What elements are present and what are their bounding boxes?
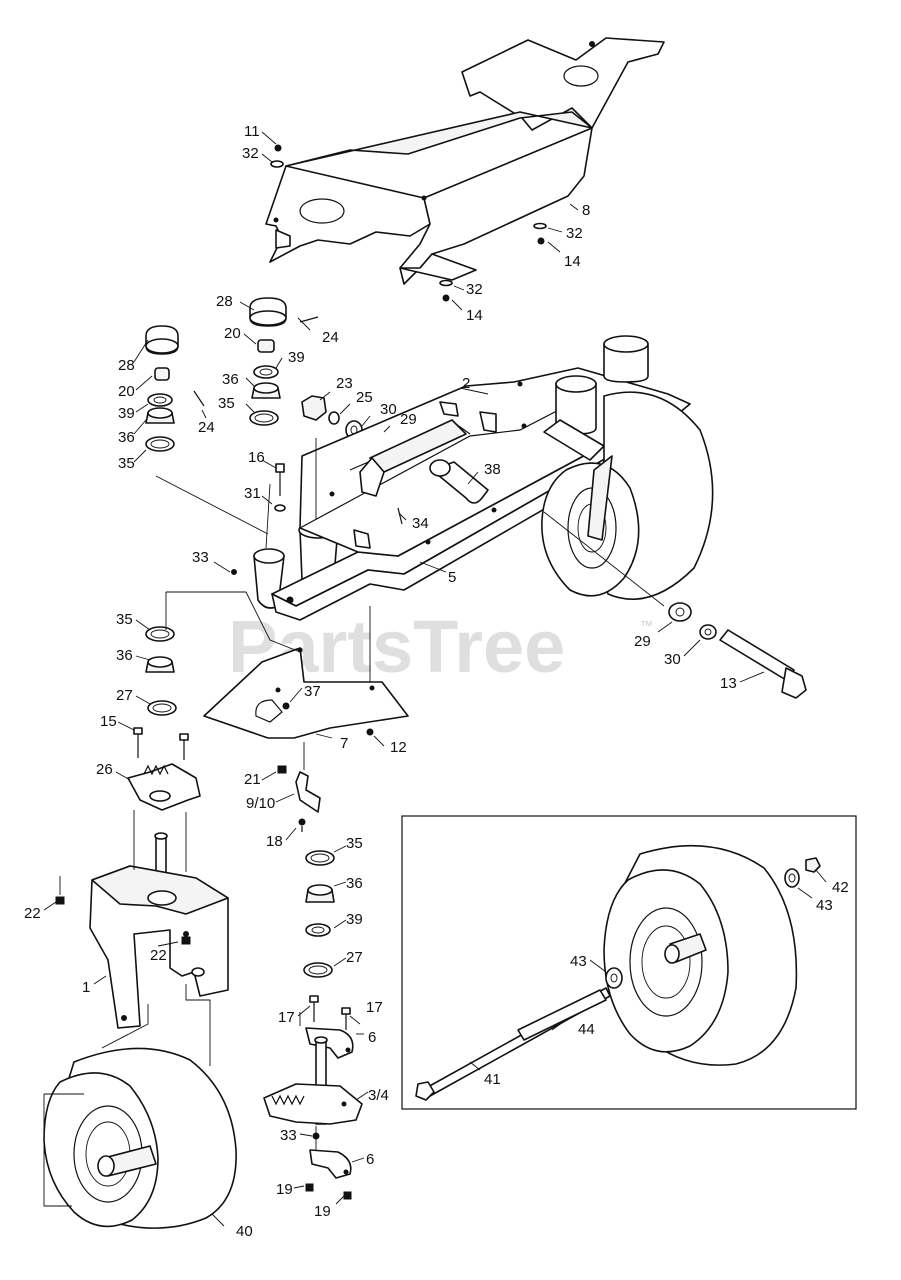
callout-33: 33 — [280, 1127, 297, 1144]
callout-35: 35 — [218, 395, 235, 412]
callout-2: 2 — [462, 375, 470, 392]
callout-34: 34 — [412, 515, 429, 532]
callout-22: 22 — [24, 905, 41, 922]
callout-13: 13 — [720, 675, 737, 692]
callout-23: 23 — [336, 375, 353, 392]
left-spindle-stack — [55, 626, 229, 1029]
callout-38: 38 — [484, 461, 501, 478]
callout-11: 11 — [244, 123, 260, 140]
callout-26: 26 — [96, 761, 113, 778]
callout-35: 35 — [118, 455, 135, 472]
callout-labels: 11 32 8 32 14 32 14 28 20 24 39 36 35 28… — [24, 123, 849, 1240]
front-cover-part-8 — [265, 37, 665, 285]
callout-19: 19 — [276, 1181, 293, 1198]
callout-39: 39 — [118, 405, 135, 422]
callout-15: 15 — [100, 713, 117, 730]
callout-29: 29 — [634, 633, 651, 650]
callout-22: 22 — [150, 947, 167, 964]
callout-42: 42 — [832, 879, 849, 896]
callout-29: 29 — [400, 411, 417, 428]
callout-30: 30 — [380, 401, 397, 418]
callout-19: 19 — [314, 1203, 331, 1220]
callout-32: 32 — [566, 225, 583, 242]
callout-32: 32 — [242, 145, 259, 162]
front-wheel-part-40 — [43, 1047, 237, 1229]
callout-28: 28 — [118, 357, 135, 374]
steering-plate-part-7 — [203, 647, 409, 832]
callout-36: 36 — [116, 647, 133, 664]
callout-35: 35 — [346, 835, 363, 852]
callout-20: 20 — [118, 383, 135, 400]
inset-caster-wheel-box — [401, 815, 857, 1110]
callout-30: 30 — [664, 651, 681, 668]
callout-5: 5 — [448, 569, 456, 586]
callout-44: 44 — [578, 1021, 595, 1038]
callout-37: 37 — [304, 683, 321, 700]
callout-36: 36 — [222, 371, 239, 388]
callout-25: 25 — [356, 389, 373, 406]
callout-39: 39 — [288, 349, 305, 366]
callout-40: 40 — [236, 1223, 253, 1240]
callout-35: 35 — [116, 611, 133, 628]
right-spindle-stack — [263, 850, 363, 1200]
callout-6: 6 — [368, 1029, 376, 1046]
callout-21: 21 — [244, 771, 261, 788]
callout-14: 14 — [466, 307, 483, 324]
callout-8: 8 — [582, 202, 590, 219]
callout-27: 27 — [116, 687, 133, 704]
callout-36: 36 — [118, 429, 135, 446]
callout-16: 16 — [248, 449, 265, 466]
callout-43: 43 — [570, 953, 587, 970]
callout-39: 39 — [346, 911, 363, 928]
callout-14: 14 — [564, 253, 581, 270]
callout-17: 17 — [278, 1009, 295, 1026]
callout-17: 17 — [366, 999, 383, 1016]
front-axle-part-5 — [253, 335, 714, 621]
callout-6: 6 — [366, 1151, 374, 1168]
callout-20: 20 — [224, 325, 241, 342]
callout-24: 24 — [322, 329, 339, 346]
leader-lines — [43, 131, 827, 1227]
callout-32: 32 — [466, 281, 483, 298]
watermark-trademark: ™ — [640, 618, 653, 633]
callout-27: 27 — [346, 949, 363, 966]
callout-1: 1 — [82, 979, 90, 996]
axle-hardware — [231, 463, 807, 699]
callout-24: 24 — [198, 419, 215, 436]
callout-28: 28 — [216, 293, 233, 310]
callout-7: 7 — [340, 735, 348, 752]
callout-31: 31 — [244, 485, 261, 502]
callout-12: 12 — [390, 739, 407, 756]
callout-43: 43 — [816, 897, 833, 914]
cover-hardware — [270, 144, 547, 302]
callout-3-4: 3/4 — [368, 1087, 389, 1104]
callout-36: 36 — [346, 875, 363, 892]
callout-41: 41 — [484, 1071, 501, 1088]
callout-9-10: 9/10 — [246, 795, 275, 812]
callout-18: 18 — [266, 833, 283, 850]
callout-33: 33 — [192, 549, 209, 566]
